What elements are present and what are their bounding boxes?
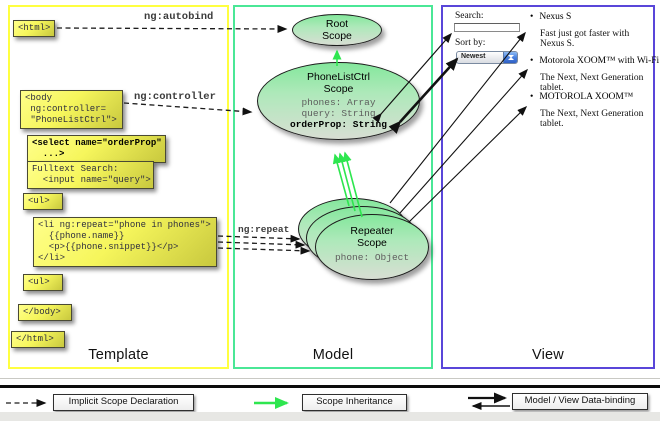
code-box-ul-close: <ul> (23, 274, 63, 291)
code-line: </html> (16, 334, 54, 344)
root-scope-title: Root (325, 18, 349, 30)
phone-name: Nexus S (530, 12, 652, 22)
bottom-gray-band (0, 412, 660, 421)
sort-by-label: Sort by: (455, 38, 486, 48)
scope-prop-query: query: String (301, 108, 376, 119)
legend-scope-inheritance: Scope Inheritance (302, 394, 407, 411)
code-line: {{phone.name}} (38, 231, 125, 241)
code-box-html-close: </html> (11, 331, 65, 348)
code-line: "PhoneListCtrl"> (25, 115, 117, 125)
phone-snippet: The Next, Next Generation tablet. (540, 73, 644, 93)
legend-implicit-scope: Implicit Scope Declaration (53, 394, 194, 411)
code-line: ng:controller= (25, 104, 107, 114)
code-line: <input name="query"> (32, 175, 151, 185)
sort-select[interactable]: Newest (456, 51, 518, 64)
code-line: ...> (32, 149, 65, 159)
code-line: </body> (23, 307, 61, 317)
code-line: Fulltext Search: (32, 164, 119, 174)
code-box-body-close: </body> (18, 304, 72, 321)
repeater-scope-ellipse: Repeater Scope phone: Object (315, 214, 429, 280)
phone-list-item: MOTOROLA XOOM™ The Next, Next Generation… (530, 92, 652, 129)
phone-snippet: The Next, Next Generation tablet. (540, 109, 644, 129)
code-box-body-open: <body ng:controller= "PhoneListCtrl"> (20, 90, 123, 129)
model-column: Model (233, 5, 433, 369)
code-line: </li> (38, 253, 66, 263)
template-column-label: Template (88, 347, 149, 363)
ng-autobind-label: ng:autobind (144, 11, 214, 23)
root-scope-ellipse: Root Scope (292, 14, 382, 46)
code-box-fulltext-search: Fulltext Search: <input name="query"> (27, 161, 154, 189)
phone-name: Motorola XOOM™ with Wi-Fi (530, 56, 659, 66)
code-box-html-open: <html> (13, 20, 55, 37)
sort-select-value: Newest (461, 53, 486, 60)
code-line: <body (25, 93, 53, 103)
model-column-label: Model (312, 347, 354, 363)
scope-prop-phone: phone: Object (334, 252, 410, 263)
code-line: <ul> (28, 277, 50, 287)
view-column-label: View (532, 347, 564, 363)
phonelistctrl-scope-ellipse: PhoneListCtrl Scope phones: Array query:… (257, 62, 420, 140)
phonelistctrl-scope-title: Scope (323, 83, 354, 95)
select-stepper-icon (503, 52, 517, 63)
legend-separator (0, 385, 660, 388)
legend-model-view-binding: Model / View Data-binding (512, 393, 648, 410)
phone-snippet: Fast just got faster with Nexus S. (540, 29, 630, 49)
code-line: <li ng:repeat="phone in phones"> (38, 220, 211, 230)
phone-list-item: Motorola XOOM™ with Wi-Fi The Next, Next… (530, 56, 659, 93)
search-label: Search: (455, 11, 484, 21)
search-input[interactable] (454, 23, 520, 32)
phonelistctrl-scope-title: PhoneListCtrl (306, 71, 371, 83)
code-line: <html> (18, 23, 51, 33)
scope-prop-orderprop: orderProp: String (290, 119, 387, 130)
code-box-li-repeat: <li ng:repeat="phone in phones"> {{phone… (33, 217, 217, 267)
code-line: <select name="orderProp" (32, 138, 162, 148)
ng-controller-label: ng:controller (134, 91, 216, 103)
phone-name: MOTOROLA XOOM™ (530, 92, 652, 102)
root-scope-title: Scope (322, 30, 352, 42)
repeater-scope-title: Repeater (350, 225, 394, 237)
code-line: <ul> (28, 196, 50, 206)
code-box-select: <select name="orderProp" ...> (27, 135, 166, 163)
code-line: <p>{{phone.snippet}}</p> (38, 242, 179, 252)
scope-prop-phones: phones: Array (301, 97, 376, 108)
code-box-ul-open: <ul> (23, 193, 63, 210)
frame-bottom-line (0, 378, 660, 379)
phone-list-item: Nexus S Fast just got faster with Nexus … (530, 12, 652, 49)
repeater-scope-title: Scope (357, 237, 387, 249)
ng-repeat-label: ng:repeat (238, 224, 290, 235)
